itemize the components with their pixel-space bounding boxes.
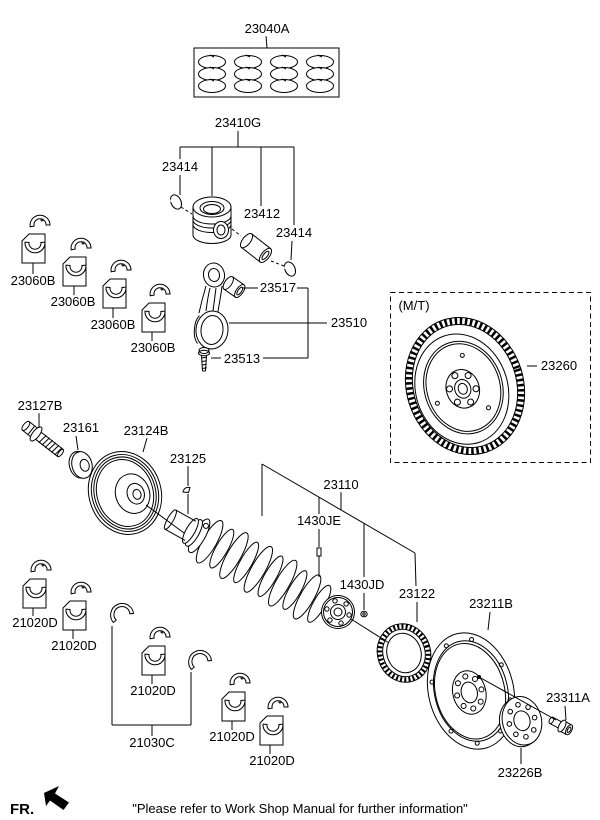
part-label-23060B-3: 23060B	[89, 317, 137, 333]
part-label-23517: 23517	[258, 280, 298, 296]
adapter-plate	[498, 696, 543, 748]
part-label-23226B: 23226B	[496, 765, 544, 781]
part-label-23125: 23125	[168, 451, 208, 467]
piston	[192, 196, 232, 244]
part-label-23414-right: 23414	[274, 225, 314, 241]
part-label-1430JE: 1430JE	[295, 513, 343, 529]
part-label-23513: 23513	[222, 351, 262, 367]
part-label-21020D-1: 21020D	[11, 615, 59, 631]
rod-bolt	[198, 347, 210, 372]
part-label-mt-note: (M/T)	[397, 298, 431, 314]
piston-ring-set	[193, 47, 340, 98]
part-label-21020D-3: 21020D	[129, 683, 177, 699]
part-label-23311A: 23311A	[545, 690, 591, 706]
part-label-21020D-4: 21020D	[208, 729, 256, 745]
drive-plate-bolt	[548, 716, 574, 736]
part-label-23040A: 23040A	[243, 21, 291, 37]
part-label-23211B: 23211B	[468, 596, 514, 612]
flywheel	[404, 316, 526, 456]
piston-pin	[239, 232, 273, 264]
part-label-23414-left: 23414	[160, 159, 200, 175]
part-label-21020D-5: 21020D	[248, 753, 296, 769]
connecting-rod	[193, 262, 229, 350]
part-label-23510: 23510	[329, 315, 369, 331]
washer	[68, 450, 93, 479]
woodruff-key-1430JE	[316, 547, 322, 557]
sensor-ring-gear	[376, 623, 432, 683]
snap-ring-right	[283, 261, 297, 277]
fr-label: FR.	[10, 801, 35, 818]
part-label-21030C: 21030C	[128, 735, 176, 751]
crankshaft	[163, 509, 355, 629]
snap-ring-left	[169, 194, 183, 210]
main-bearing-23060B	[22, 212, 171, 332]
drive-plate	[426, 632, 516, 750]
part-label-23060B-2: 23060B	[49, 294, 97, 310]
part-label-23410G: 23410G	[213, 115, 263, 131]
part-label-23060B-1: 23060B	[9, 273, 57, 289]
crankshaft-rear-flange	[321, 595, 355, 629]
footer-note: "Please refer to Work Shop Manual for fu…	[132, 801, 468, 816]
fr-direction-arrow-icon	[44, 786, 69, 810]
assembly-dashed-lines	[180, 206, 285, 267]
leader-lines	[32, 35, 567, 764]
woodruff-key-23125	[182, 486, 191, 494]
part-label-23060B-4: 23060B	[129, 340, 177, 356]
part-label-23110: 23110	[322, 477, 360, 493]
part-label-23124B: 23124B	[122, 423, 170, 439]
part-label-23127B: 23127B	[16, 398, 64, 414]
part-label-23161: 23161	[61, 420, 101, 436]
pulley-bolt	[21, 420, 65, 458]
part-label-23412: 23412	[242, 206, 282, 222]
rod-bushing	[222, 276, 246, 298]
part-label-21020D-2: 21020D	[50, 638, 98, 654]
part-label-23122: 23122	[397, 586, 437, 602]
mt-option-box	[390, 292, 591, 463]
part-label-1430JD: 1430JD	[338, 577, 386, 593]
thrust-washer-right	[184, 646, 213, 671]
part-label-23260: 23260	[539, 358, 579, 374]
sealing-plug	[360, 610, 368, 618]
thrust-washer-left	[106, 599, 135, 624]
crankshaft-pulley	[87, 451, 163, 535]
